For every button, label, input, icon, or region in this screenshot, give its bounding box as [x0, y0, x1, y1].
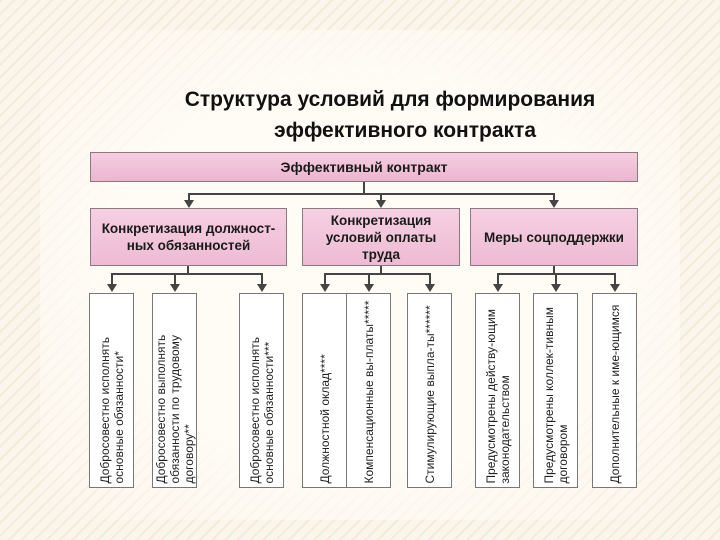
leaf-box-7: Предусмотрены действу-ющим законодательс…	[475, 293, 520, 488]
arrow-to-mid-2	[376, 200, 386, 208]
leaf-label-5: Компенсационные вы-платы*****	[361, 300, 376, 483]
connector-to-mid-3	[553, 193, 555, 201]
connector-mid1-down	[187, 266, 189, 274]
connector-top-down	[363, 182, 365, 194]
leaf-label-7: Предусмотрены действу-ющим законодательс…	[483, 308, 512, 483]
connector-leaf-5	[368, 273, 370, 285]
connector-leaf-8	[555, 273, 557, 285]
leaf-label-1: Добросовестно исполнять основные обязанн…	[97, 336, 126, 484]
arrow-to-mid-3	[549, 200, 559, 208]
arrow-leaf-7	[493, 284, 503, 292]
connector-mid2-horizontal	[324, 273, 431, 275]
social-support-box: Меры соцподдержки	[470, 208, 638, 266]
arrow-leaf-3	[257, 284, 267, 292]
connector-mid2-down	[380, 266, 382, 274]
leaf-label-9: Дополнительные к име-ющимся	[607, 304, 622, 483]
arrow-leaf-4	[320, 284, 330, 292]
leaf-box-9: Дополнительные к име-ющимся	[592, 293, 637, 488]
effective-contract-box: Эффективный контракт	[90, 152, 638, 182]
arrow-to-mid-1	[184, 200, 194, 208]
connector-leaf-1	[111, 273, 113, 285]
pay-conditions-box: Конкретизация условий оплаты труда	[302, 208, 460, 266]
connector-mid3-down	[553, 266, 555, 274]
arrow-leaf-5	[364, 284, 374, 292]
connector-to-mid-1	[188, 193, 190, 201]
connector-leaf-4	[324, 273, 326, 285]
leaf-label-6: Стимулирующие выпла-ты******	[422, 304, 437, 483]
connector-mid1-horizontal	[111, 273, 263, 275]
leaf-label-3: Добросовестно исполнять основные обязанн…	[247, 336, 276, 484]
leaf-box-2: Добросовестно выполнять обязанности по т…	[152, 293, 197, 488]
connector-leaf-2	[174, 273, 176, 285]
arrow-leaf-9	[610, 284, 620, 292]
arrow-leaf-1	[107, 284, 117, 292]
title-line-1: Структура условий для формирования	[184, 88, 596, 111]
leaf-box-3: Добросовестно исполнять основные обязанн…	[239, 293, 284, 488]
leaf-label-8: Предусмотрены коллек-тивным договором	[541, 306, 570, 483]
connector-leaf-9	[614, 273, 616, 285]
title-line-2: эффективного контракта	[273, 119, 537, 142]
leaf-label-4: Должностной оклад****	[317, 353, 332, 483]
leaf-label-2: Добросовестно выполнять обязанности по т…	[153, 334, 196, 483]
arrow-leaf-6	[425, 284, 435, 292]
leaf-box-8: Предусмотрены коллек-тивным договором	[533, 293, 578, 488]
job-duties-box: Конкретизация должност-ных обязанностей	[90, 208, 287, 266]
connector-top-horizontal	[188, 193, 554, 195]
connector-to-mid-2	[380, 193, 382, 201]
arrow-leaf-2	[170, 284, 180, 292]
connector-leaf-3	[261, 273, 263, 285]
arrow-leaf-8	[551, 284, 561, 292]
leaf-box-1: Добросовестно исполнять основные обязанн…	[89, 293, 134, 488]
connector-leaf-7	[497, 273, 499, 285]
leaf-box-6: Стимулирующие выпла-ты******	[407, 293, 452, 488]
slide-title: Структура условий для формирования эффек…	[100, 84, 680, 146]
leaf-box-5: Компенсационные вы-платы*****	[346, 293, 391, 488]
connector-leaf-6	[429, 273, 431, 285]
leaf-box-4: Должностной оклад****	[302, 293, 347, 488]
